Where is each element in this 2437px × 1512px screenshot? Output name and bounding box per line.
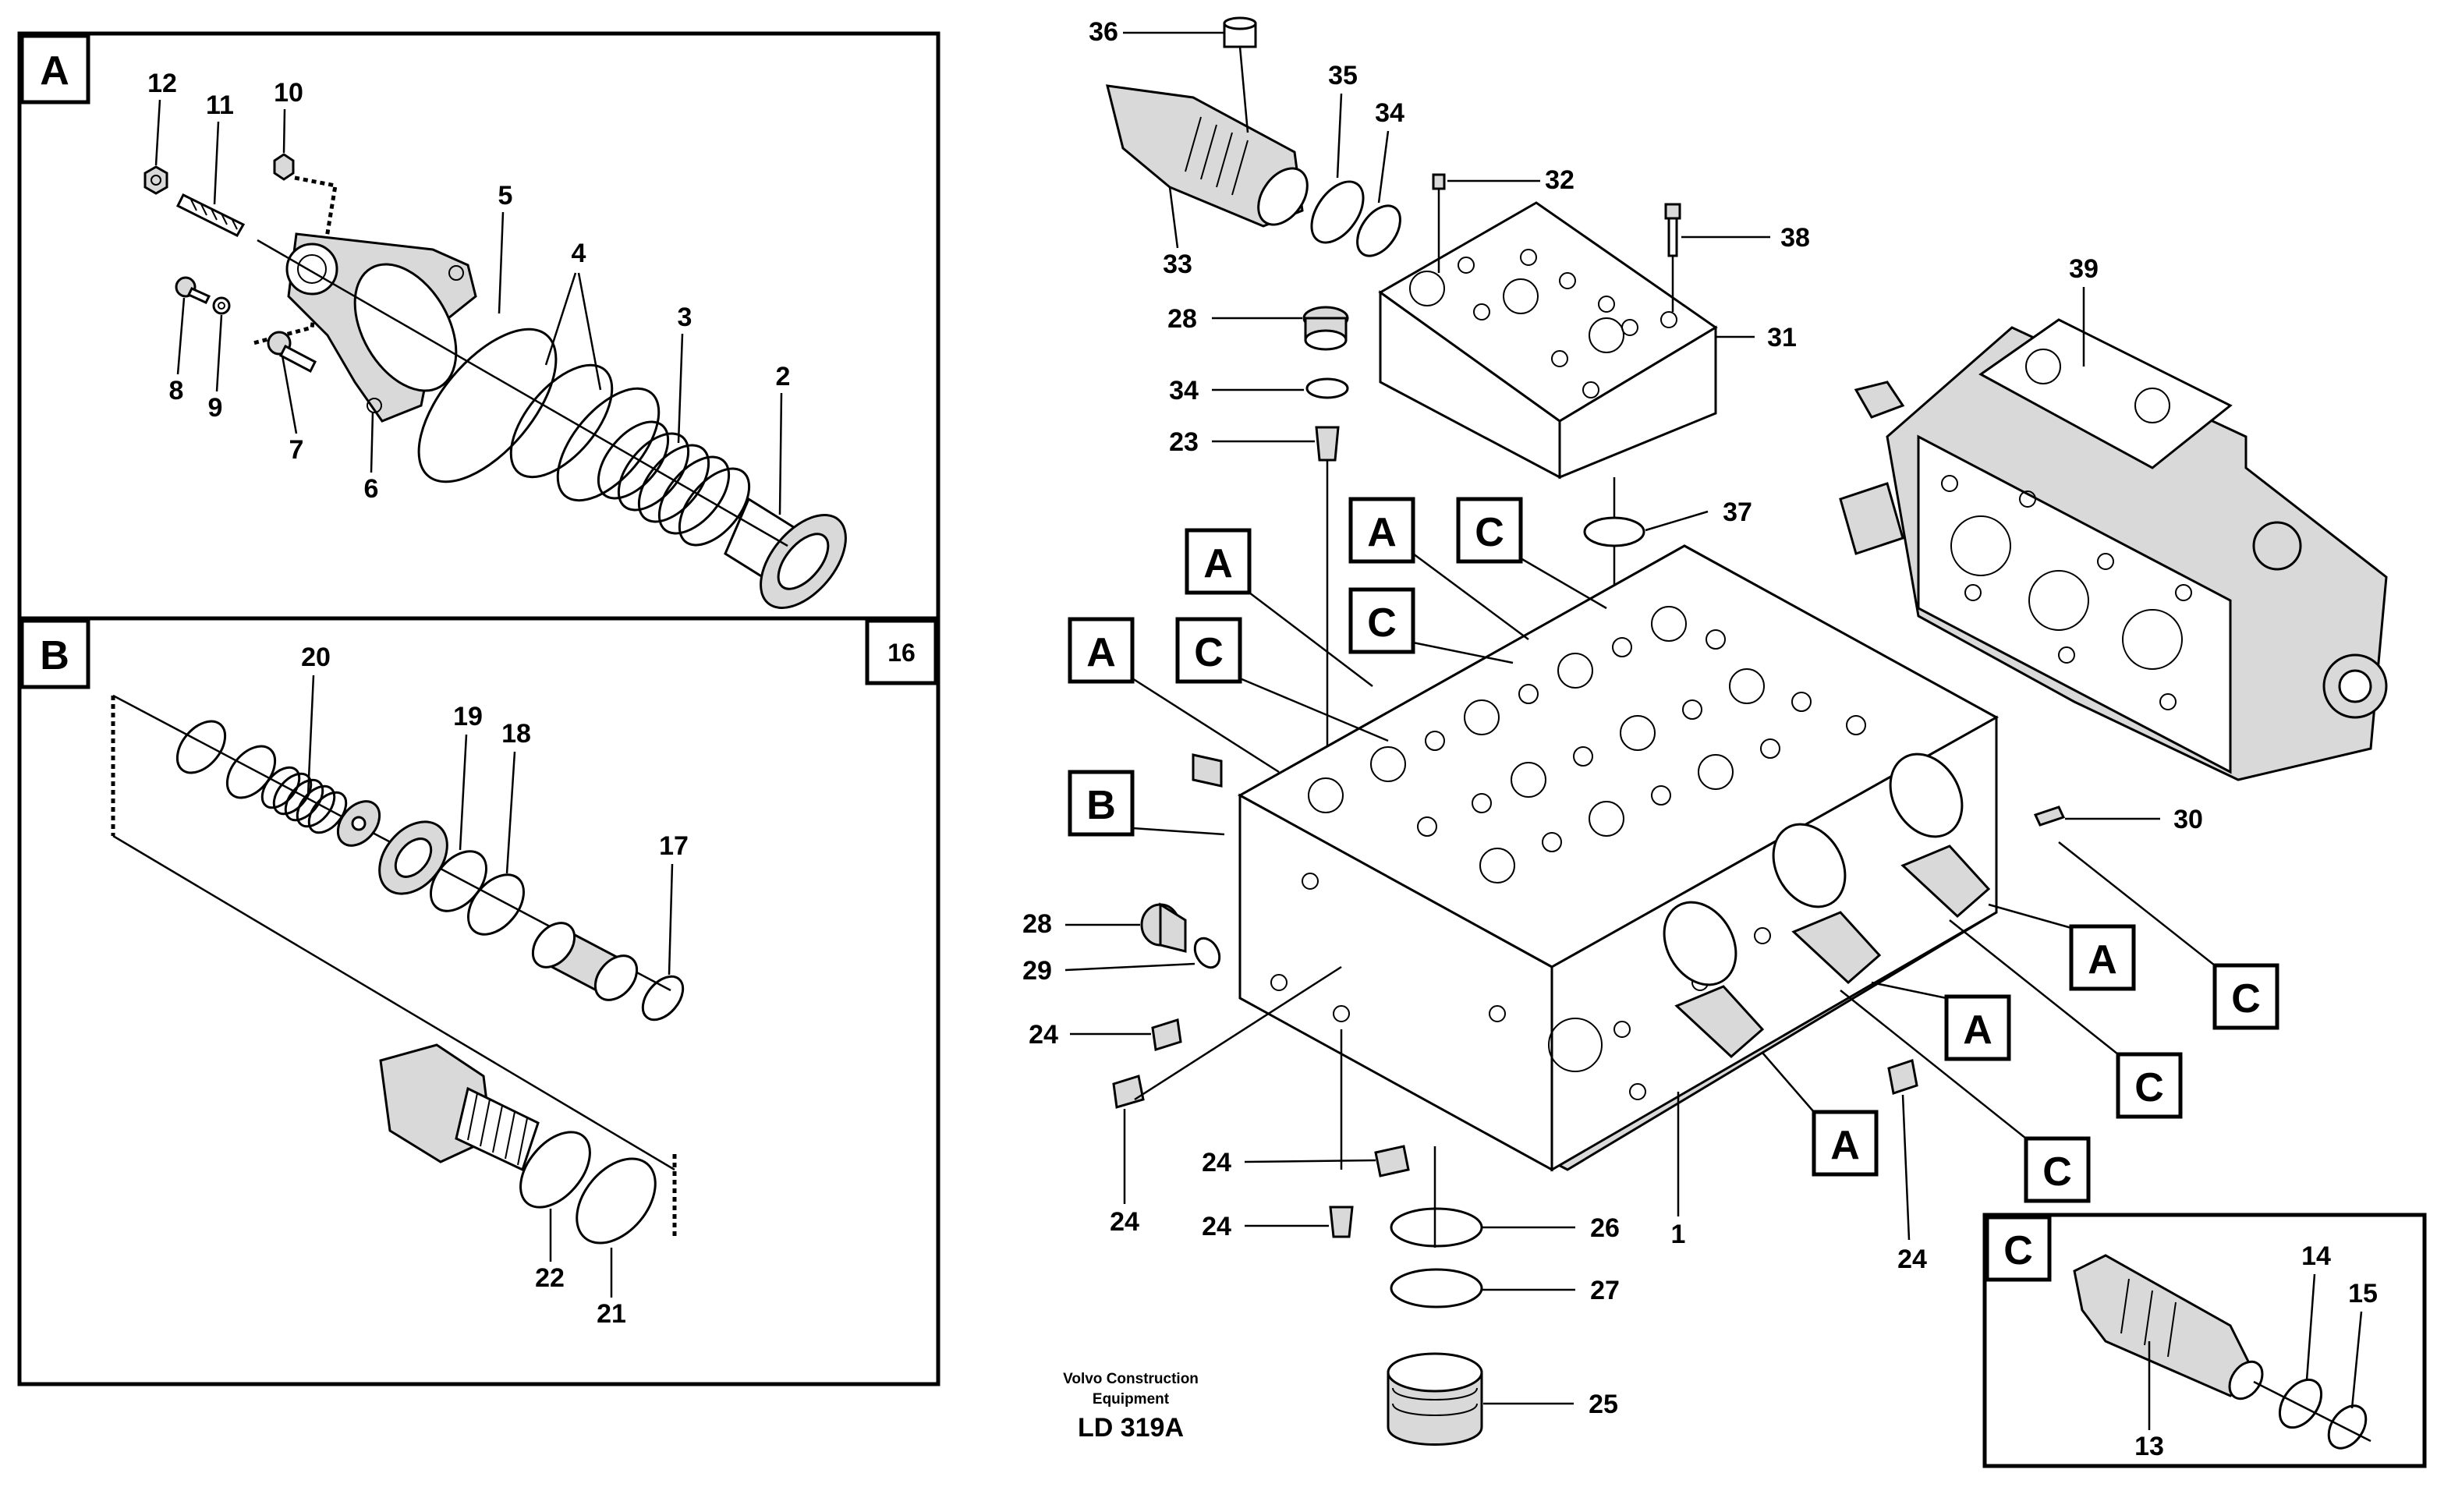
section-ref-a: A [1367,510,1397,555]
part-number: 10 [274,78,303,108]
part-number: 27 [1590,1276,1620,1305]
section-ref-c: C [2231,976,2261,1022]
part-number: 24 [1110,1207,1139,1237]
part-number: 20 [301,643,331,672]
section-ref-b: B [1086,783,1116,828]
part-number: 30 [2173,805,2203,834]
publisher-credit: Volvo Construction Equipment LD 319A [1063,1371,1199,1443]
part-number: 4 [572,239,586,268]
panel-b-parts [111,694,685,1245]
credit-line-1: Volvo Construction [1063,1371,1199,1387]
main-valve-assembly [1106,16,2388,1446]
part-number: 2 [776,362,791,391]
part-number: 8 [169,376,184,405]
part-number: 23 [1169,427,1199,457]
part-number: 38 [1780,223,1810,253]
detail-panel-b: B 16 [17,616,940,1386]
section-ref-a: A [2088,937,2117,983]
part-number: 31 [1767,323,1797,352]
section-ref-c: C [1475,510,1504,555]
part-number: 1 [1671,1220,1686,1249]
sheet-reference: 16 [887,639,916,667]
part-number: 12 [147,69,177,98]
section-ref-a: A [1203,541,1233,586]
part-number: 24 [1029,1020,1058,1050]
part-number: 17 [659,831,689,861]
part-number: 21 [597,1299,626,1329]
part-number: 24 [1202,1148,1231,1177]
part-number: 7 [289,435,304,465]
part-number: 34 [1375,98,1404,128]
detail-panel-c: C 14 15 13 [1982,1213,2427,1468]
section-reference-markers: A A C C A C B A C A C A C [1068,497,2279,1203]
part-number: 33 [1163,250,1192,279]
credit-line-2: Equipment [1093,1391,1170,1408]
panel-a-callouts: 12 11 10 5 4 3 2 8 9 7 6 [147,69,790,515]
part-number: 28 [1167,304,1197,334]
main-callouts: 36 35 34 32 38 33 31 28 34 23 39 37 30 2… [1022,17,2203,1419]
part-number: 13 [2134,1432,2164,1461]
part-number: 9 [208,393,223,423]
part-number: 14 [2301,1241,2331,1271]
section-ref-a: A [1086,630,1116,675]
part-number: 6 [364,474,379,504]
panel-a-parts [143,153,847,609]
part-number: 37 [1723,498,1752,527]
part-number: 25 [1589,1390,1618,1419]
part-number: 28 [1022,909,1052,939]
part-number: 11 [206,90,234,120]
part-number: 3 [678,303,692,332]
section-ref-c: C [1367,600,1397,646]
part-number: 35 [1328,61,1358,90]
part-number: 24 [1202,1212,1231,1241]
section-ref-c: C [1194,630,1224,675]
section-ref-c: C [2042,1149,2072,1195]
panel-b-label: B [40,633,69,678]
panel-c-label: C [2003,1228,2033,1273]
section-ref-c: C [2134,1065,2164,1110]
panel-b-callouts: 20 19 18 17 22 21 [301,643,689,1329]
detail-panel-a: A [17,31,940,621]
part-number: 19 [453,702,483,731]
part-number: 18 [501,719,531,749]
part-number: 22 [535,1263,565,1293]
part-number: 39 [2069,254,2099,284]
section-ref-a: A [1830,1123,1860,1168]
panel-a-label: A [40,48,69,94]
part-number: 36 [1089,17,1118,47]
part-number: 32 [1545,165,1574,195]
part-number: 24 [1897,1245,1927,1274]
part-number: 29 [1022,956,1052,986]
section-ref-a: A [1963,1007,1992,1053]
drawing-code: LD 319A [1078,1413,1184,1443]
part-number: 26 [1590,1213,1620,1243]
part-number: 34 [1169,376,1199,405]
part-number: 15 [2348,1279,2378,1308]
part-number: 5 [498,181,513,211]
